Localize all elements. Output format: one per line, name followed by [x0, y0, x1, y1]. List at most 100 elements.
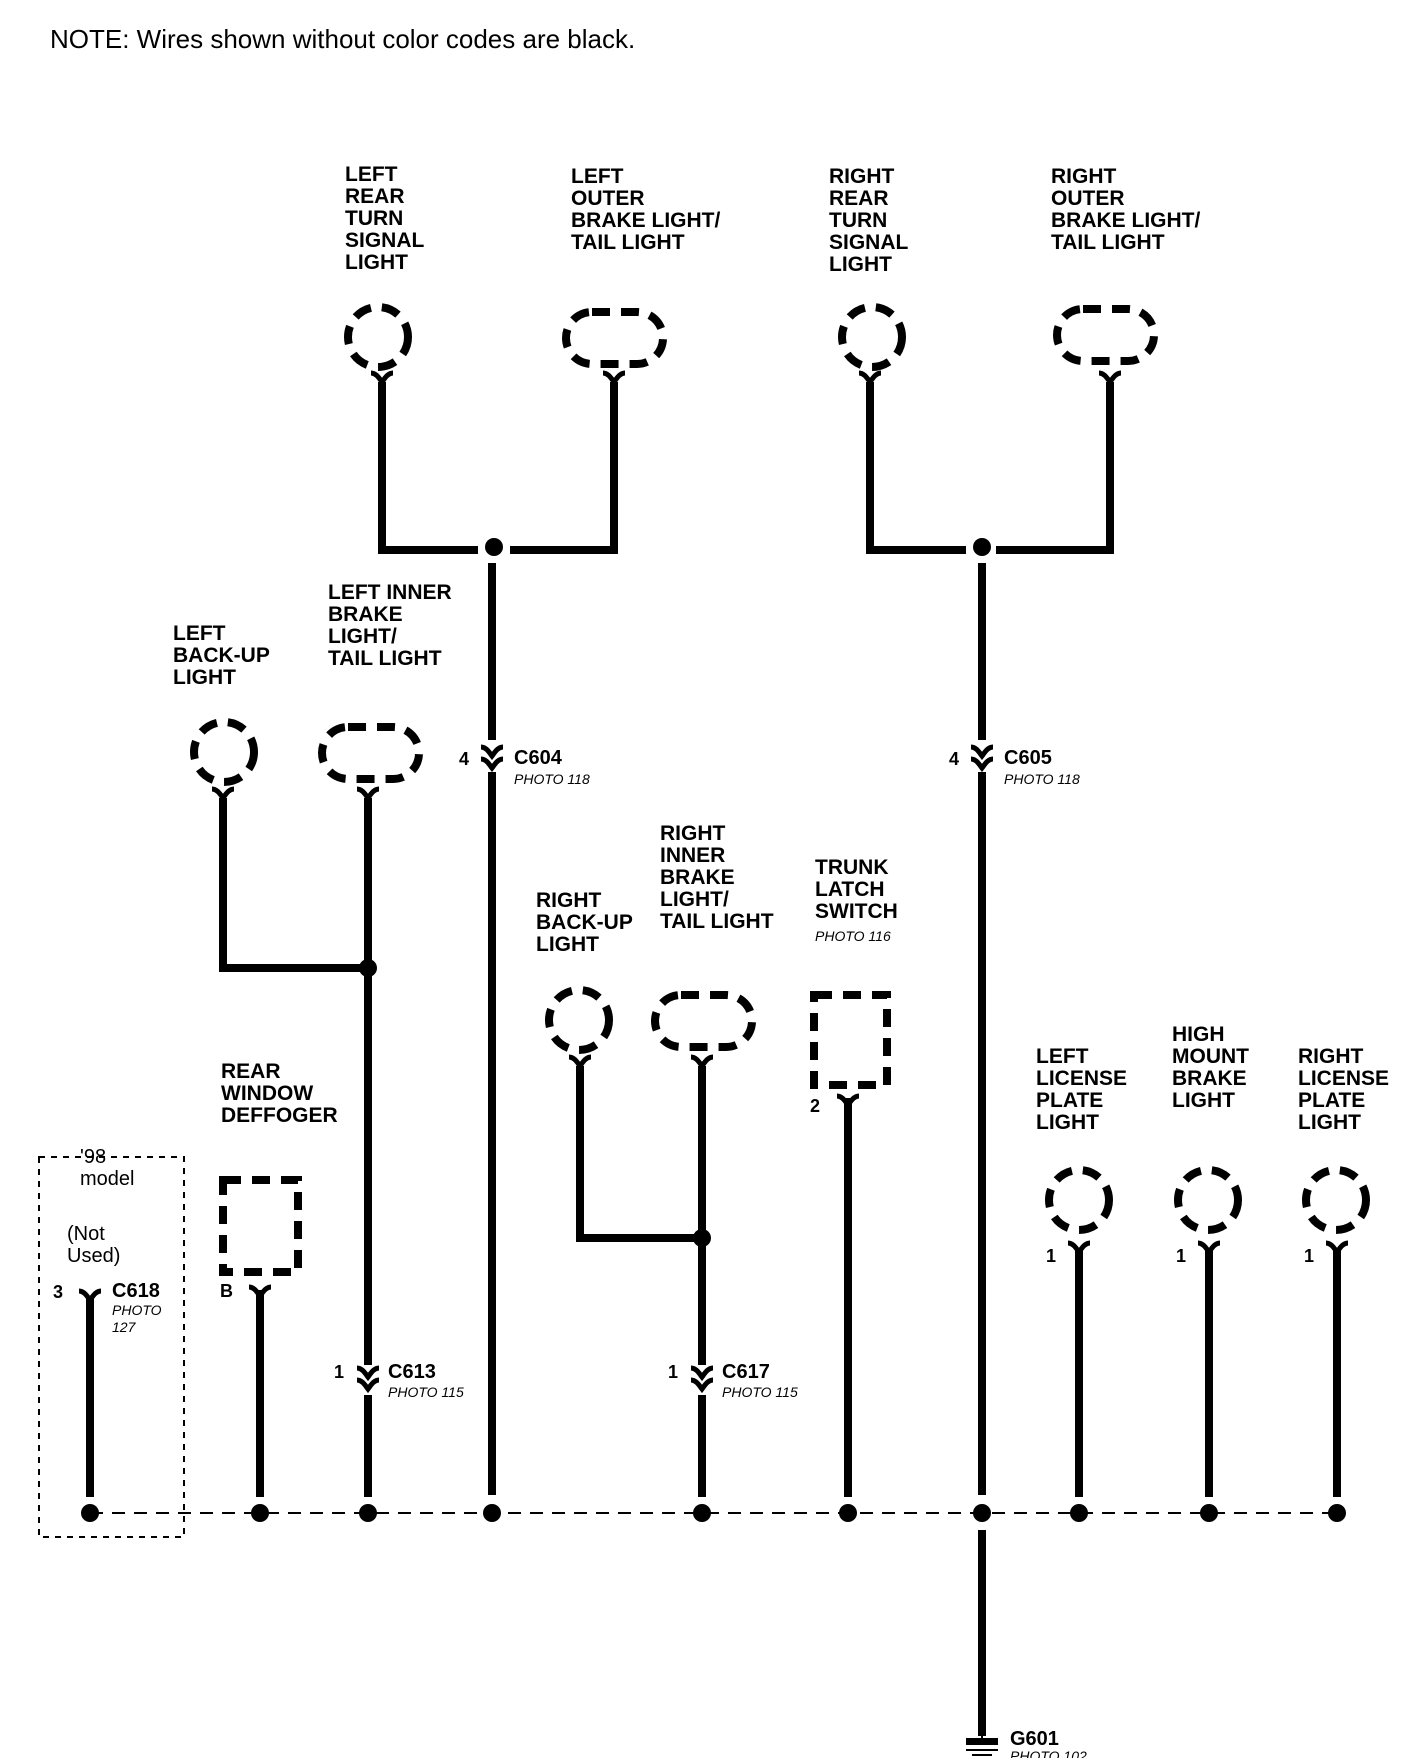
left-back-up-bulb	[190, 718, 258, 786]
rear-window-deffoger-label: REAR WINDOW DEFFOGER	[221, 1060, 338, 1127]
svg-text:LIGHT: LIGHT	[173, 666, 236, 689]
svg-text:LIGHT: LIGHT	[1036, 1111, 1099, 1134]
svg-text:PHOTO: PHOTO	[112, 1302, 162, 1318]
connector-c613: 1 C613 PHOTO 115	[334, 1361, 464, 1400]
svg-text:BRAKE: BRAKE	[328, 603, 403, 626]
svg-text:127: 127	[112, 1319, 137, 1335]
right-outer-brake-bulb	[1053, 305, 1158, 365]
svg-text:SIGNAL: SIGNAL	[345, 229, 425, 252]
left-rear-turn-bulb	[344, 303, 412, 371]
svg-text:C605: C605	[1004, 747, 1052, 769]
right-license-bulb	[1302, 1166, 1370, 1234]
svg-text:LIGHT: LIGHT	[536, 933, 599, 956]
svg-text:BACK-UP: BACK-UP	[173, 644, 270, 667]
right-back-up-light-label: RIGHT BACK-UP LIGHT	[536, 889, 633, 956]
ground-g601: G601 PHOTO 102	[966, 1530, 1087, 1758]
svg-text:MOUNT: MOUNT	[1172, 1045, 1249, 1068]
trunk-latch-wire: 2	[810, 1096, 859, 1497]
svg-text:C618: C618	[112, 1280, 160, 1302]
svg-text:LEFT: LEFT	[571, 165, 624, 188]
svg-text:TAIL LIGHT: TAIL LIGHT	[660, 910, 774, 933]
svg-text:TURN: TURN	[345, 207, 403, 230]
svg-text:LEFT: LEFT	[173, 622, 226, 645]
svg-text:C617: C617	[722, 1361, 770, 1383]
svg-text:LIGHT/: LIGHT/	[660, 888, 729, 911]
svg-text:TAIL LIGHT: TAIL LIGHT	[1051, 231, 1165, 254]
svg-text:4: 4	[459, 749, 469, 769]
svg-text:PHOTO 116: PHOTO 116	[815, 928, 891, 944]
right-inner-brake-light-label: RIGHT INNER BRAKE LIGHT/ TAIL LIGHT	[660, 822, 774, 933]
svg-text:PHOTO 115: PHOTO 115	[722, 1384, 798, 1400]
svg-text:C604: C604	[514, 747, 563, 769]
left-license-plate-light-label: LEFT LICENSE PLATE LIGHT	[1036, 1045, 1127, 1134]
svg-text:LATCH: LATCH	[815, 878, 885, 901]
right-bottom-wires: 1 1 1	[1046, 1243, 1348, 1497]
svg-text:BRAKE LIGHT/: BRAKE LIGHT/	[571, 209, 720, 232]
connector-c605: 4 C605 PHOTO 118	[949, 747, 1080, 787]
svg-text:OUTER: OUTER	[571, 187, 645, 210]
svg-text:SIGNAL: SIGNAL	[829, 231, 909, 254]
right-back-up-bulb	[545, 986, 613, 1054]
svg-text:LICENSE: LICENSE	[1036, 1067, 1127, 1090]
svg-text:DEFFOGER: DEFFOGER	[221, 1104, 338, 1127]
svg-text:LIGHT: LIGHT	[345, 251, 408, 274]
left-outer-brake-light-label: LEFT OUTER BRAKE LIGHT/ TAIL LIGHT	[571, 165, 720, 254]
svg-text:LIGHT: LIGHT	[1298, 1111, 1361, 1134]
svg-text:PHOTO 102: PHOTO 102	[1010, 1748, 1087, 1758]
left-license-bulb	[1045, 1166, 1113, 1234]
svg-text:2: 2	[810, 1096, 820, 1116]
right-inner-brake-bulb	[651, 991, 756, 1051]
svg-text:INNER: INNER	[660, 844, 725, 867]
left-rear-turn-signal-label: LEFT REAR TURN SIGNAL LIGHT	[345, 163, 425, 274]
trunk-latch-switch-label: TRUNK LATCH SWITCH PHOTO 116	[815, 856, 898, 944]
right-license-plate-light-label: RIGHT LICENSE PLATE LIGHT	[1298, 1045, 1389, 1134]
svg-text:LIGHT: LIGHT	[829, 253, 892, 276]
svg-text:G601: G601	[1010, 1728, 1059, 1750]
svg-text:1: 1	[1176, 1246, 1186, 1266]
svg-text:LIGHT/: LIGHT/	[328, 625, 397, 648]
svg-text:model: model	[80, 1168, 134, 1190]
svg-text:Used): Used)	[67, 1245, 120, 1267]
svg-text:BRAKE LIGHT/: BRAKE LIGHT/	[1051, 209, 1200, 232]
left-outer-brake-bulb	[562, 308, 667, 368]
svg-text:B: B	[220, 1281, 233, 1301]
svg-text:SWITCH: SWITCH	[815, 900, 898, 923]
svg-text:WINDOW: WINDOW	[221, 1082, 313, 1105]
left-back-up-light-label: LEFT BACK-UP LIGHT	[173, 622, 270, 689]
trunk-latch-switch-box	[810, 991, 891, 1089]
svg-text:RIGHT: RIGHT	[1051, 165, 1117, 188]
rear-defogger-box	[219, 1176, 302, 1276]
svg-text:LEFT: LEFT	[1036, 1045, 1089, 1068]
svg-text:(Not: (Not	[67, 1223, 105, 1245]
svg-text:REAR: REAR	[221, 1060, 281, 1083]
high-mount-brake-light-label: HIGH MOUNT BRAKE LIGHT	[1172, 1023, 1249, 1112]
svg-text:BACK-UP: BACK-UP	[536, 911, 633, 934]
svg-text:RIGHT: RIGHT	[660, 822, 726, 845]
left-middle-wires	[212, 789, 379, 1497]
left-top-wires	[371, 373, 625, 1495]
svg-text:BRAKE: BRAKE	[660, 866, 735, 889]
svg-text:PHOTO 118: PHOTO 118	[1004, 771, 1080, 787]
right-outer-brake-light-label: RIGHT OUTER BRAKE LIGHT/ TAIL LIGHT	[1051, 165, 1200, 254]
connector-c618: 3 C618 PHOTO 127	[53, 1280, 162, 1497]
svg-text:1: 1	[1046, 1246, 1056, 1266]
model-98-text: '98 model (Not Used)	[67, 1146, 134, 1267]
svg-text:1: 1	[1304, 1246, 1314, 1266]
svg-text:PHOTO 118: PHOTO 118	[514, 771, 590, 787]
svg-text:TAIL LIGHT: TAIL LIGHT	[571, 231, 685, 254]
left-inner-brake-bulb	[318, 723, 423, 783]
svg-text:C613: C613	[388, 1361, 436, 1383]
rear-defogger-wire: B	[220, 1281, 271, 1497]
right-top-wires	[859, 373, 1121, 1495]
svg-text:PLATE: PLATE	[1298, 1089, 1365, 1112]
right-middle-wires	[569, 1057, 713, 1497]
svg-text:LICENSE: LICENSE	[1298, 1067, 1389, 1090]
svg-text:1: 1	[668, 1362, 678, 1382]
svg-text:TAIL LIGHT: TAIL LIGHT	[328, 647, 442, 670]
svg-text:'98: '98	[80, 1146, 106, 1168]
svg-text:TRUNK: TRUNK	[815, 856, 889, 879]
svg-text:4: 4	[949, 749, 959, 769]
svg-text:OUTER: OUTER	[1051, 187, 1125, 210]
svg-text:BRAKE: BRAKE	[1172, 1067, 1247, 1090]
